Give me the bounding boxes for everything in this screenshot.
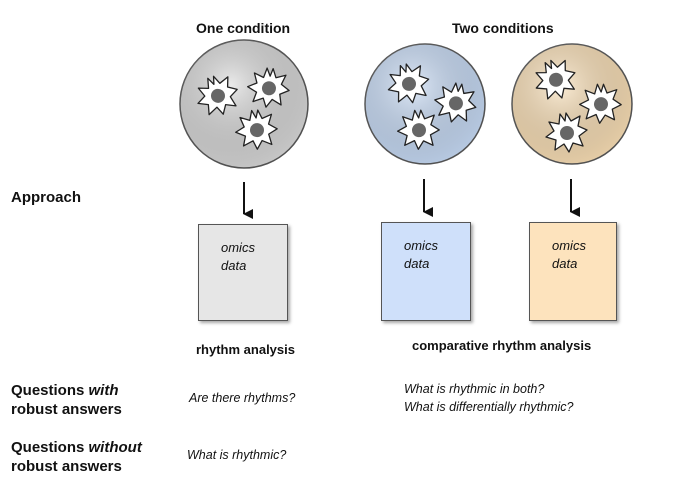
row-label-robust: Questions with robust answers [11, 381, 122, 419]
dish-one-condition [179, 39, 309, 169]
box-text-line1: omics [221, 240, 255, 255]
row-label-prefix: Questions [11, 382, 89, 399]
question-robust-two-a: What is rhythmic in both? [404, 382, 545, 396]
dish-condition-b [511, 43, 633, 165]
box-text-line1: omics [404, 238, 438, 253]
analysis-label-one: rhythm analysis [196, 342, 295, 357]
question-robust-one: Are there rhythms? [189, 391, 296, 405]
row-label-line2: robust answers [11, 401, 122, 418]
omics-data-box-condition-b: omics data [529, 222, 617, 321]
row-label-emphasis: without [88, 439, 142, 456]
row-label-nonrobust: Questions without robust answers [11, 438, 142, 476]
row-label-emphasis: with [88, 382, 119, 399]
question-robust-two-b: What is differentially rhythmic? [404, 400, 574, 414]
box-text-line2: data [221, 258, 247, 273]
header-one-condition: One condition [196, 20, 291, 36]
row-label-approach: Approach [11, 189, 82, 206]
row-label-line2: robust answers [11, 458, 122, 475]
omics-data-box-one: omics data [198, 224, 288, 321]
box-text-line1: omics [552, 238, 586, 253]
row-label-prefix: Questions [11, 439, 89, 456]
question-nonrobust-one: What is rhythmic? [187, 448, 287, 462]
box-text-line2: data [552, 256, 578, 271]
dish-condition-a [364, 43, 486, 165]
header-two-conditions: Two conditions [452, 20, 554, 36]
omics-data-box-condition-a: omics data [381, 222, 471, 321]
analysis-label-two: comparative rhythm analysis [412, 338, 592, 353]
box-text-line2: data [404, 256, 430, 271]
